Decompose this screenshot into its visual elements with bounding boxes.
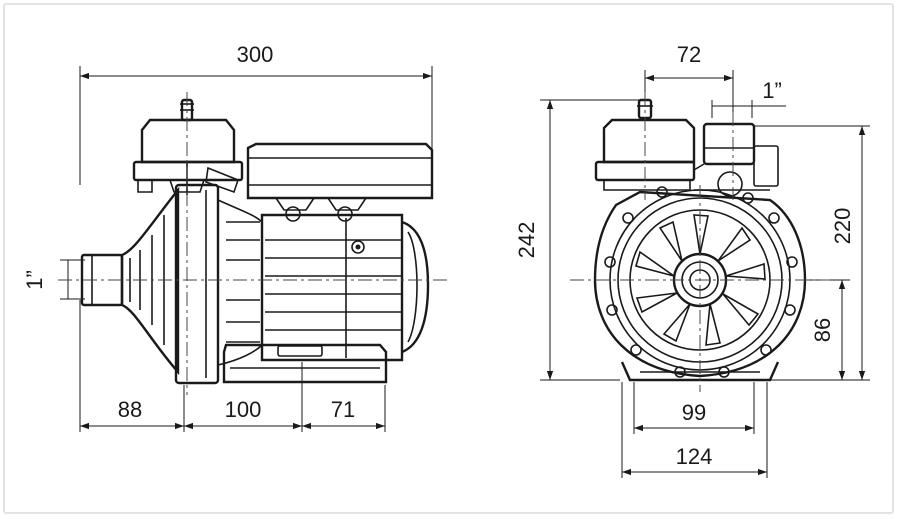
control-box — [246, 142, 434, 222]
outlet-offset-label: 72 — [677, 42, 701, 67]
side-view: 300 1” — [22, 42, 448, 432]
total-height-dimension: 242 — [514, 99, 640, 381]
outlet-offset-dimension: 72 — [644, 42, 734, 112]
length-mid-label: 100 — [225, 397, 262, 422]
outlet-height-dimension: 220 — [755, 125, 870, 381]
front-view: 72 1” 242 220 86 — [514, 42, 870, 478]
foot-width-dimensions: 99 124 — [621, 382, 768, 478]
impeller-vanes — [635, 214, 766, 346]
bottom-length-dimensions: 88 100 71 — [79, 300, 386, 432]
strainer-lid — [132, 98, 244, 195]
motor-housing — [260, 213, 430, 362]
overall-length-label: 300 — [237, 42, 274, 67]
length-front-label: 88 — [118, 397, 142, 422]
total-height-label: 242 — [514, 222, 539, 259]
overall-length-dimension: 300 — [79, 42, 433, 185]
outlet-size-label: 1” — [762, 78, 782, 103]
inlet-size-label: 1” — [22, 270, 47, 290]
front-outlet — [693, 122, 779, 197]
axis-height-label: 86 — [810, 318, 835, 342]
length-rear-label: 71 — [331, 397, 355, 422]
pump-base — [222, 343, 388, 384]
axis-height-dimension: 86 — [800, 279, 850, 380]
pump-volute — [120, 183, 263, 385]
foot-outer-width-label: 124 — [676, 444, 713, 469]
foot-inner-width-label: 99 — [682, 400, 706, 425]
outlet-size-dimension: 1” — [711, 78, 786, 118]
inlet-size-dimension: 1” — [22, 259, 85, 300]
outlet-height-label: 220 — [830, 208, 855, 245]
